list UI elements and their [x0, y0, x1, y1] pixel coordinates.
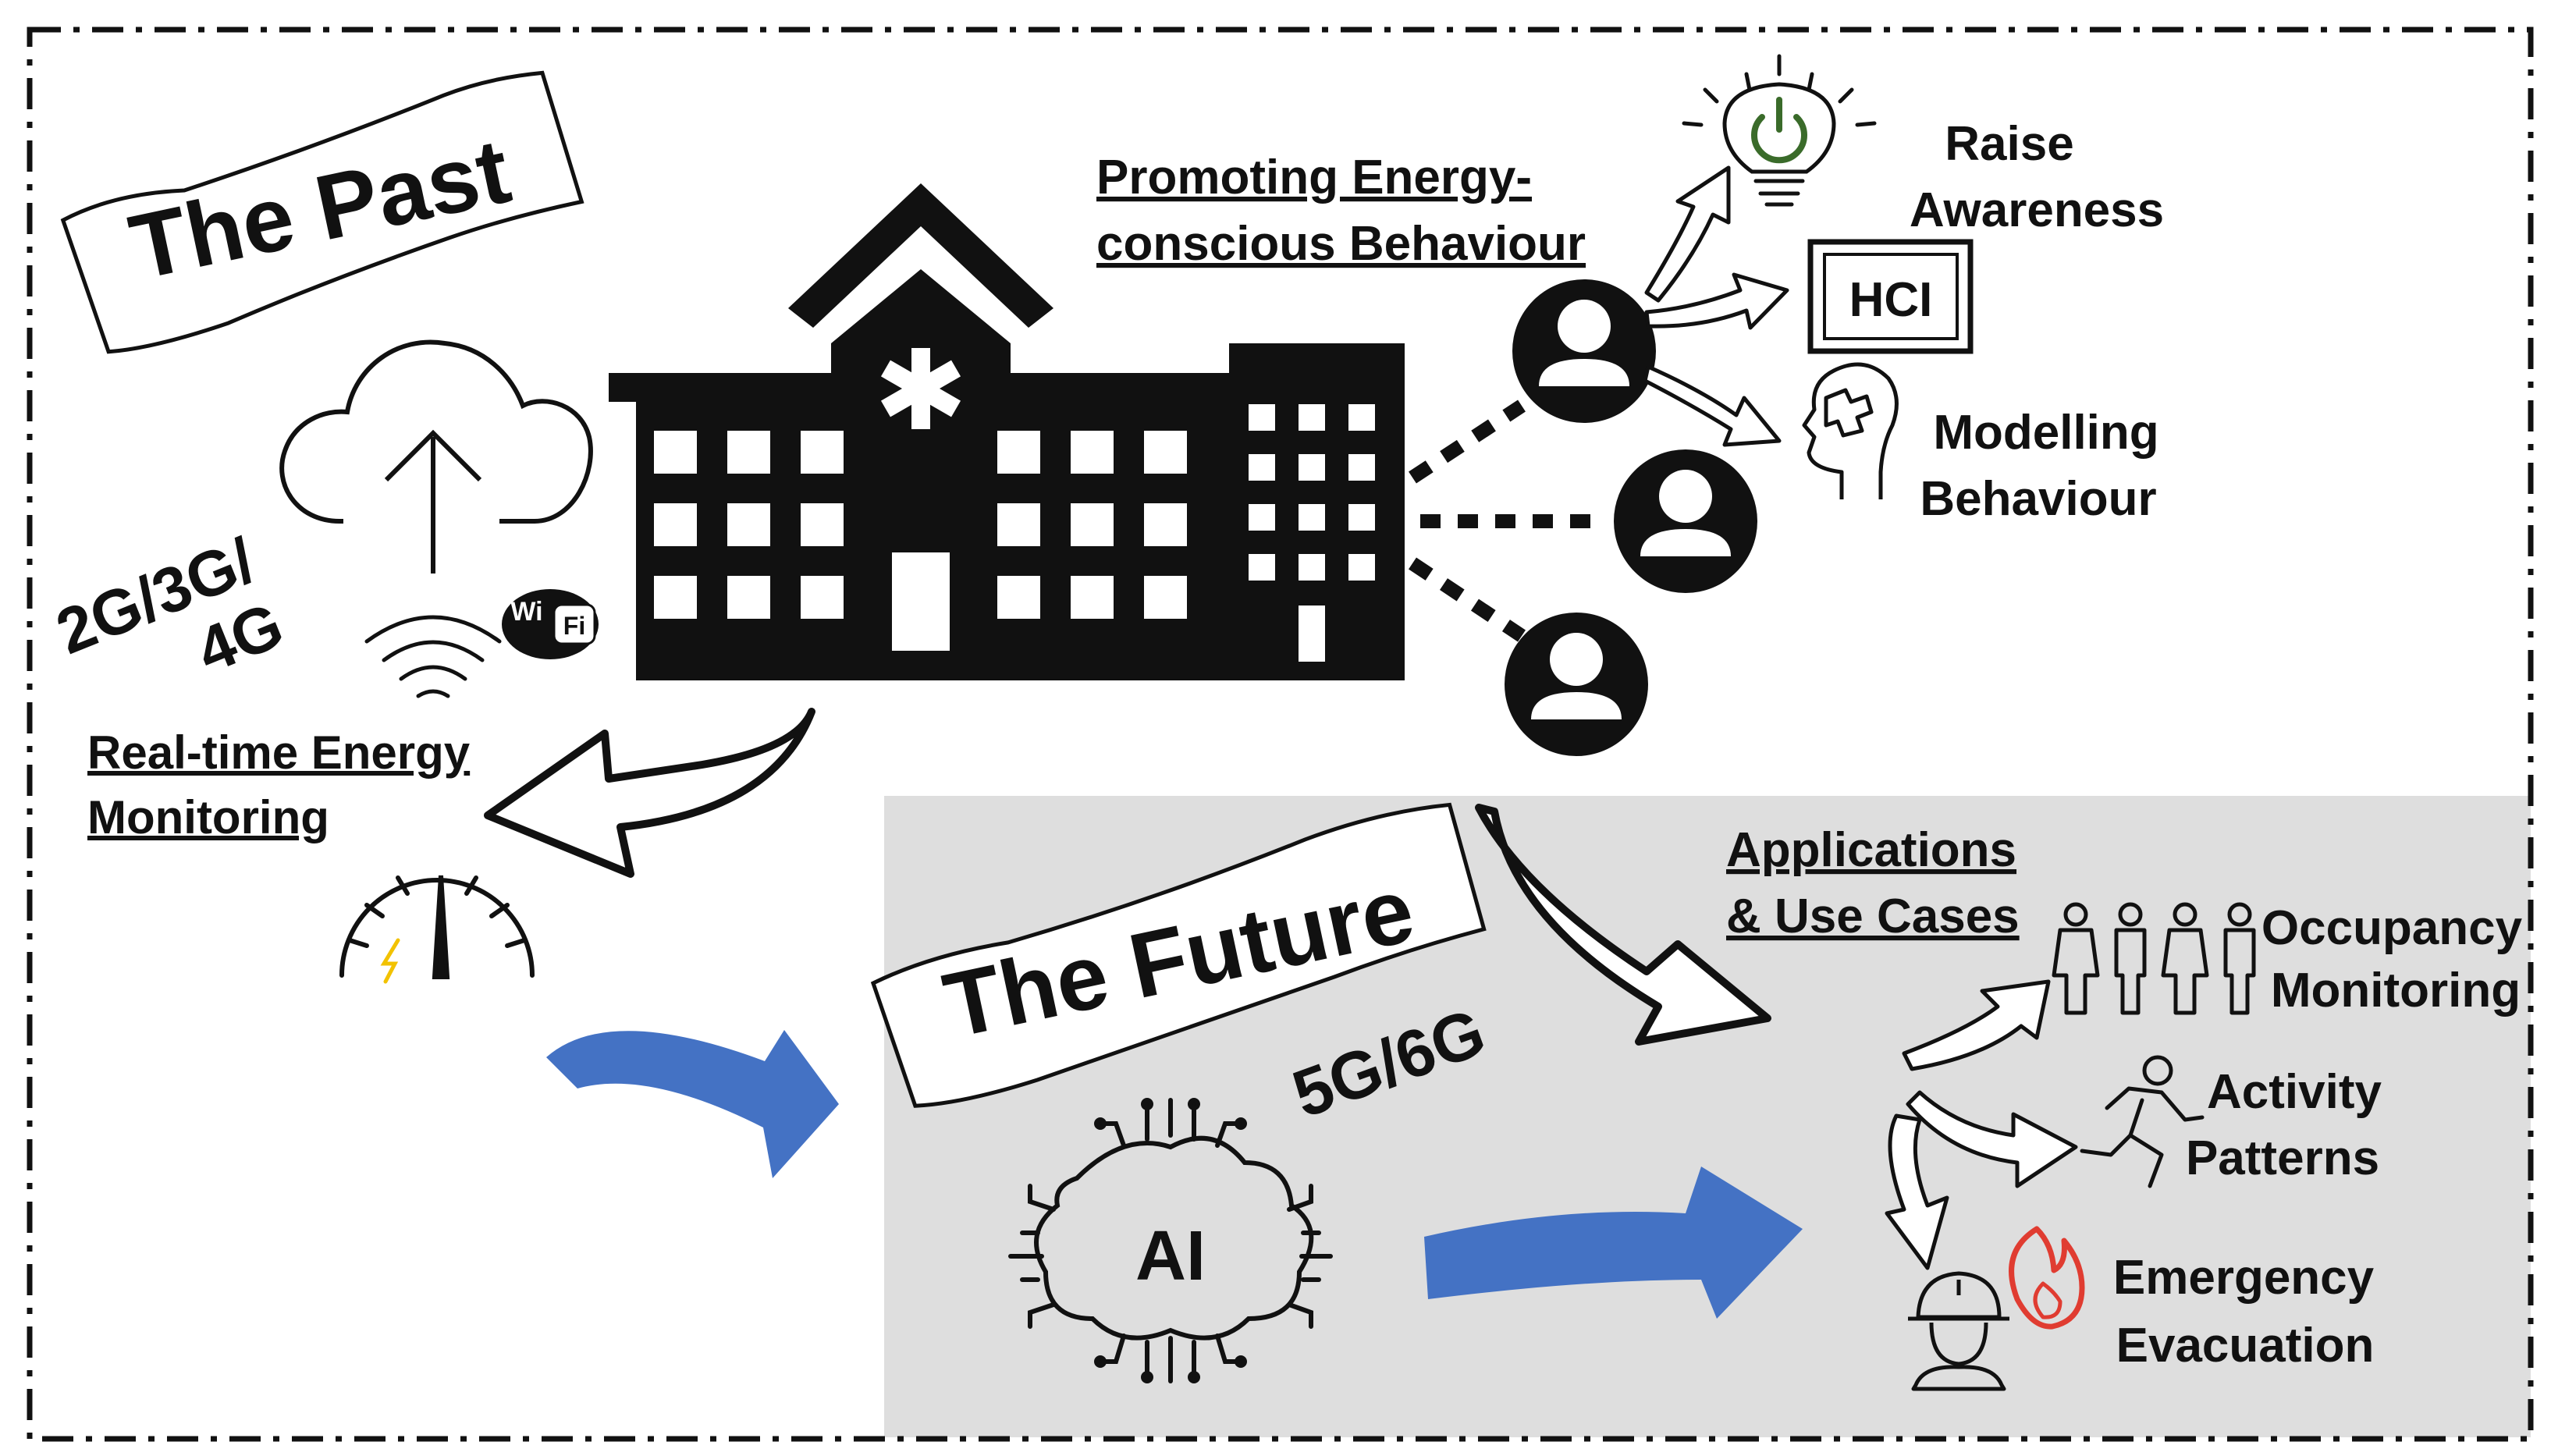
cloud-upload-icon — [279, 339, 593, 574]
model-line2: Behaviour — [1920, 472, 2156, 526]
em-line1: Emergency — [2113, 1251, 2375, 1305]
raise-line1: Raise — [1945, 117, 2073, 171]
ai-brain-icon — [1008, 1098, 1333, 1383]
wifi-logo-wi: Wi — [510, 597, 542, 627]
occupant-icon-bottom — [1505, 613, 1648, 756]
ai-label: AI — [1135, 1217, 1206, 1295]
lightbulb-power-icon — [1682, 54, 1877, 207]
wifi-logo-icon: Wi Fi — [502, 589, 599, 659]
apps-line2: & Use Cases — [1726, 890, 2020, 943]
past-banner: The Past — [60, 70, 584, 354]
past-to-future-arrow — [546, 1030, 839, 1178]
em-line2: Evacuation — [2116, 1319, 2375, 1373]
occupancy-people-icon — [2052, 902, 2256, 1015]
monitoring-line2: Monitoring — [87, 791, 329, 843]
act-line1: Activity — [2207, 1065, 2382, 1119]
uses-arrows — [1885, 979, 2078, 1270]
past-network-label: 2G/3G/ 4G — [47, 525, 293, 687]
occupant-icon-top — [1512, 279, 1656, 423]
occupant-connectors — [1409, 400, 1608, 642]
raise-line2: Awareness — [1910, 183, 2164, 237]
energy-meter-icon — [339, 875, 535, 984]
monitoring-line1: Real-time Energy — [87, 726, 471, 779]
outer-border — [27, 27, 2534, 1442]
behaviour-line2: conscious Behaviour — [1096, 217, 1586, 271]
firefighter-icon — [1908, 1271, 2009, 1391]
hospital-building-icon — [609, 183, 1405, 680]
building-to-monitoring-arrow — [484, 708, 815, 878]
occupant-icon-middle — [1614, 449, 1757, 593]
occ-line2: Monitoring — [2271, 964, 2521, 1017]
act-line2: Patterns — [2186, 1131, 2379, 1185]
hci-monitor-icon: HCI — [1807, 239, 1974, 354]
hci-label: HCI — [1849, 273, 1933, 327]
wifi-waves-icon — [364, 615, 502, 698]
behaviour-outcome-arrows — [1643, 165, 1789, 447]
wifi-logo-fi: Fi — [563, 612, 585, 640]
fire-icon — [2009, 1226, 2085, 1330]
future-to-apps-arrow — [1475, 804, 1771, 1046]
running-person-icon — [2080, 1055, 2205, 1188]
head-puzzle-icon — [1802, 362, 1899, 499]
apps-line1: Applications — [1726, 823, 2016, 877]
ai-to-uses-arrow — [1424, 1167, 1803, 1319]
model-line1: Modelling — [1933, 406, 2158, 460]
occ-line1: Occupancy — [2261, 901, 2523, 955]
behaviour-line1: Promoting Energy- — [1096, 151, 1532, 204]
